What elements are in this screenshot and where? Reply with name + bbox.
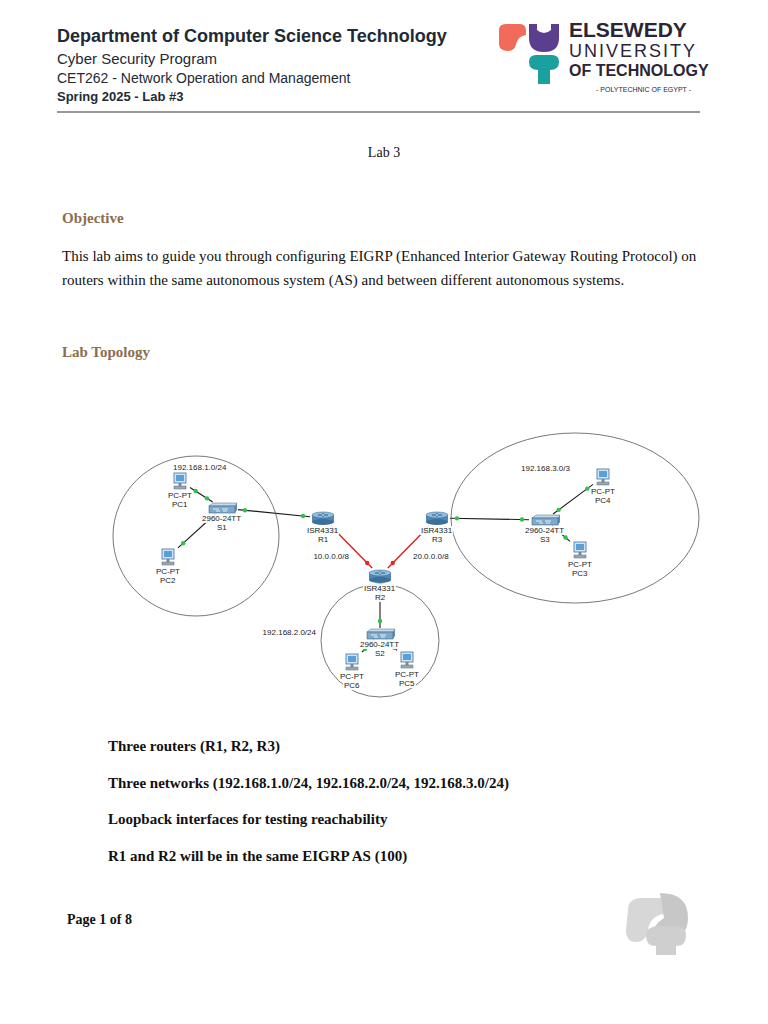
- device-name: R2: [374, 593, 386, 602]
- logo-word: OF TECHNOLOGY: [569, 62, 709, 80]
- pc-node: PC-PTPC5: [398, 651, 416, 669]
- ethernet-link: [450, 516, 529, 522]
- section-heading: Objective: [62, 210, 124, 227]
- network-label: 192.168.3.0/3: [520, 464, 571, 473]
- switch-icon: [207, 503, 237, 513]
- device-name: PC5: [398, 679, 416, 688]
- link-light: [585, 486, 589, 490]
- device-model: ISR4331: [363, 584, 396, 593]
- pc-icon: [594, 468, 612, 486]
- device-model: ISR4331: [420, 526, 453, 535]
- pc-icon: [159, 548, 177, 566]
- header-rule-line: [57, 112, 700, 113]
- objective-text: This lab aims to guide you through confi…: [62, 244, 722, 292]
- router-icon: [311, 511, 335, 525]
- device-name: PC1: [171, 500, 189, 509]
- network-label: 192.168.1.0/24: [172, 463, 227, 472]
- device-name: PC3: [571, 569, 589, 578]
- pc-icon: [343, 653, 361, 671]
- device-model: PC-PT: [167, 491, 193, 500]
- link-light: [563, 535, 567, 539]
- link-light: [193, 489, 197, 493]
- link-light: [243, 508, 247, 512]
- device-model: PC-PT: [590, 487, 616, 496]
- network-ellipse: 192.168.1.0/24PC-PTPC12960-24TTS1PC-PTPC…: [112, 455, 280, 617]
- link-light: [557, 508, 561, 512]
- link-light: [378, 619, 382, 623]
- logo-word: UNIVERSITY: [569, 41, 697, 62]
- link-light: [391, 561, 395, 565]
- ellipse-outline: [112, 455, 280, 617]
- switch-node: 2960-24TTS3: [530, 515, 560, 525]
- device-model: 2960-24TT: [359, 640, 400, 649]
- pc-node: PC-PTPC1: [171, 472, 189, 490]
- list-item: Three networks (192.168.1.0/24, 192.168.…: [108, 775, 509, 792]
- section-heading: Lab Topology: [62, 344, 150, 361]
- department-heading: Department of Computer Science Technolog…: [57, 26, 447, 47]
- router-node: ISR4331R1: [311, 511, 335, 525]
- link-light: [455, 516, 459, 520]
- device-name: PC2: [159, 576, 177, 585]
- pc-icon: [398, 651, 416, 669]
- router-icon: [368, 569, 392, 583]
- device-model: 2960-24TT: [524, 526, 565, 535]
- device-model: PC-PT: [155, 567, 181, 576]
- router-icon: [425, 511, 449, 525]
- pc-node: PC-PTPC2: [159, 548, 177, 566]
- course-name: CET262 - Network Operation and Managemen…: [57, 70, 350, 86]
- network-ellipse: 192.168.3.0/3PC-PTPC42960-24TTS3PC-PTPC3: [450, 432, 700, 604]
- device-model: ISR4331: [306, 526, 339, 535]
- router-node: ISR4331R3: [425, 511, 449, 525]
- device-name: S2: [374, 649, 386, 658]
- device-name: S1: [216, 523, 228, 532]
- link-light: [205, 496, 209, 500]
- link-network-label: 10.0.0.0/8: [312, 552, 350, 561]
- device-name: R3: [431, 535, 443, 544]
- network-label: 192.168.2.0/24: [262, 628, 317, 637]
- ethernet-link: [190, 487, 213, 502]
- switch-icon: [530, 515, 560, 525]
- term-lab: Spring 2025 - Lab #3: [57, 89, 183, 104]
- device-model: 2960-24TT: [201, 514, 242, 523]
- ethernet-link: [553, 484, 593, 514]
- page-number: Page 1 of 8: [67, 912, 132, 928]
- page-title: Lab 3: [0, 145, 768, 161]
- device-name: PC4: [594, 496, 612, 505]
- footer-logo: [626, 893, 688, 955]
- link-light: [520, 517, 524, 521]
- pc-node: PC-PTPC6: [343, 653, 361, 671]
- switch-icon: [365, 629, 395, 639]
- list-item: Three routers (R1, R2, R3): [108, 738, 280, 755]
- switch-node: 2960-24TTS1: [207, 503, 237, 513]
- program-name: Cyber Security Program: [57, 50, 217, 67]
- link-network-label: 20.0.0.0/8: [412, 552, 450, 561]
- list-item: R1 and R2 will be in the same EIGRP AS (…: [108, 848, 407, 865]
- device-name: S3: [539, 535, 551, 544]
- link-light: [365, 561, 369, 565]
- link-light: [301, 514, 305, 518]
- ellipse-outline: [450, 432, 700, 604]
- device-name: PC6: [343, 681, 361, 690]
- device-model: PC-PT: [394, 670, 420, 679]
- router-node: ISR4331R2: [368, 569, 392, 583]
- device-name: R1: [317, 535, 329, 544]
- device-model: PC-PT: [567, 560, 593, 569]
- switch-node: 2960-24TTS2: [365, 629, 395, 639]
- university-logo: [499, 24, 559, 84]
- list-item: Loopback interfaces for testing reachabi…: [108, 811, 387, 828]
- link-light: [181, 541, 185, 545]
- network-ellipse: 192.168.2.0/24ISR4331R22960-24TTS2PC-PTP…: [320, 583, 440, 698]
- logo-word: ELSEWEDY: [569, 18, 687, 42]
- pc-node: PC-PTPC4: [594, 468, 612, 486]
- pc-node: PC-PTPC3: [571, 541, 589, 559]
- pc-icon: [171, 472, 189, 490]
- pc-icon: [571, 541, 589, 559]
- device-model: PC-PT: [339, 672, 365, 681]
- logo-tagline: - POLYTECHNIC OF EGYPT -: [596, 86, 691, 93]
